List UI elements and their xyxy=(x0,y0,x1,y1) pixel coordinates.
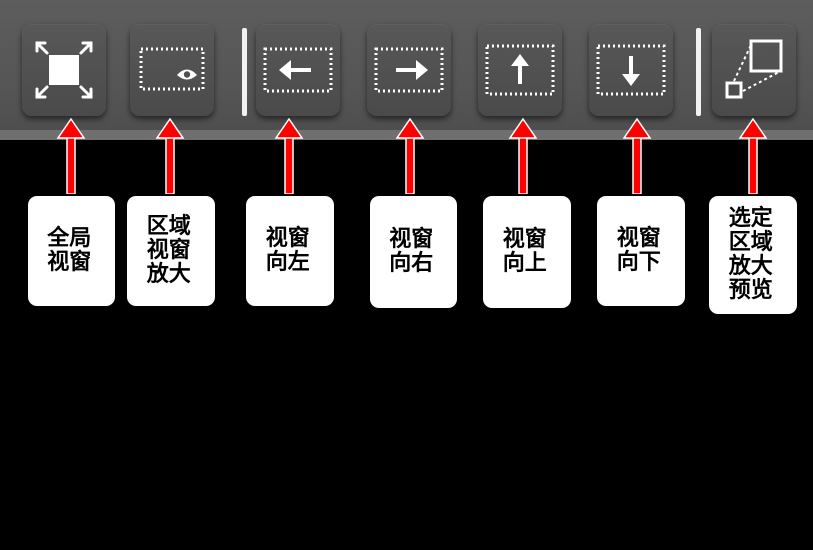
region-preview-icon xyxy=(725,39,783,99)
callout-arrow xyxy=(738,118,768,194)
callout-arrow xyxy=(56,118,86,194)
annotation-text: 视窗向左 xyxy=(265,226,310,275)
annotation-move-left: 视窗向左 xyxy=(246,196,334,306)
annotation-text: 选定区域放大预览 xyxy=(728,206,773,303)
move-right-button[interactable] xyxy=(367,24,451,116)
move-down-button[interactable] xyxy=(589,24,673,116)
full-view-button[interactable] xyxy=(22,24,106,116)
annotation-text: 视窗向右 xyxy=(389,227,434,276)
zoom-region-eye-icon xyxy=(139,47,205,91)
toolbar-separator xyxy=(696,28,701,116)
move-left-button[interactable] xyxy=(256,24,340,116)
zoom-region-button[interactable] xyxy=(130,24,214,116)
callout-arrow xyxy=(155,118,185,194)
annotation-text: 区域视窗放大 xyxy=(146,214,191,287)
fullscreen-icon xyxy=(35,41,93,99)
annotation-move-right: 视窗向右 xyxy=(370,196,457,308)
callout-arrow xyxy=(508,118,538,194)
callout-arrow xyxy=(274,118,304,194)
callout-arrow xyxy=(622,118,652,194)
arrow-left-icon xyxy=(263,47,333,93)
annotation-full-view: 全局视窗 xyxy=(28,196,115,306)
annotation-move-down: 视窗向下 xyxy=(597,196,685,306)
move-up-button[interactable] xyxy=(478,24,562,116)
annotation-text: 全局视窗 xyxy=(47,226,92,275)
arrow-right-icon xyxy=(374,47,444,93)
region-preview-button[interactable] xyxy=(712,24,796,116)
annotation-zoom-region: 区域视窗放大 xyxy=(127,196,215,306)
toolbar-separator xyxy=(242,28,247,116)
arrow-down-icon xyxy=(596,44,666,96)
annotation-region-preview: 选定区域放大预览 xyxy=(709,196,797,314)
annotation-text: 视窗向上 xyxy=(502,227,547,276)
callout-arrow xyxy=(395,118,425,194)
annotation-move-up: 视窗向上 xyxy=(483,196,571,308)
arrow-up-icon xyxy=(485,44,555,96)
annotation-text: 视窗向下 xyxy=(616,226,661,275)
